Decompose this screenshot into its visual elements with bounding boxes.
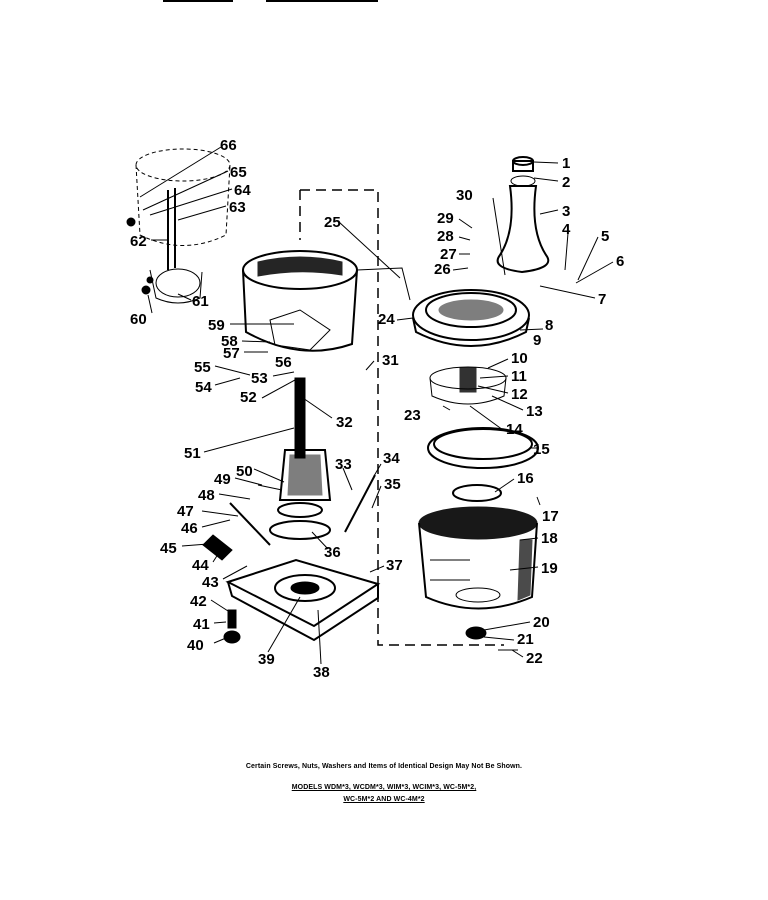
callout-38: 38 bbox=[313, 664, 330, 681]
callout-12: 12 bbox=[511, 386, 528, 403]
callout-64: 64 bbox=[234, 182, 251, 199]
callout-14: 14 bbox=[506, 421, 523, 438]
callout-37: 37 bbox=[386, 557, 403, 574]
callout-6: 6 bbox=[616, 253, 624, 270]
callout-34: 34 bbox=[383, 450, 400, 467]
inlet-tank bbox=[126, 148, 231, 304]
callout-29: 29 bbox=[437, 210, 454, 227]
callout-51: 51 bbox=[184, 445, 201, 462]
models-line-1: MODELS WDM*3, WCDM*3, WIM*3, WCIM*3, WC-… bbox=[291, 784, 477, 791]
splash-guard bbox=[429, 366, 507, 405]
footnote-text: Certain Screws, Nuts, Washers and Items … bbox=[245, 763, 523, 770]
callout-43: 43 bbox=[202, 574, 219, 591]
callout-58: 58 bbox=[221, 333, 238, 350]
agitator bbox=[496, 156, 550, 274]
callout-4: 4 bbox=[562, 221, 571, 238]
callout-65: 65 bbox=[230, 164, 247, 181]
callout-22: 22 bbox=[526, 650, 543, 667]
callout-62: 62 bbox=[130, 233, 147, 250]
callout-59: 59 bbox=[208, 317, 225, 334]
callout-1: 1 bbox=[562, 155, 570, 172]
callout-42: 42 bbox=[190, 593, 207, 610]
callout-50: 50 bbox=[236, 463, 253, 480]
callout-55: 55 bbox=[194, 359, 211, 376]
leveling-foot bbox=[223, 609, 241, 644]
callout-labels: 1 2 3 4 5 6 7 8 9 10 11 12 13 14 15 16 1… bbox=[130, 137, 624, 681]
models-line-2: WC-5M*2 AND WC-4M*2 bbox=[343, 796, 425, 803]
callout-46: 46 bbox=[181, 520, 198, 537]
base-frame bbox=[225, 558, 381, 642]
drive-hub bbox=[465, 626, 518, 651]
callout-61: 61 bbox=[192, 293, 209, 310]
callout-21: 21 bbox=[517, 631, 534, 648]
callout-32: 32 bbox=[336, 414, 353, 431]
callout-13: 13 bbox=[526, 403, 543, 420]
callout-57: 57 bbox=[223, 345, 240, 362]
top-edge-mark bbox=[163, 0, 233, 2]
callout-53: 53 bbox=[251, 370, 268, 387]
brackets bbox=[202, 474, 376, 561]
callout-49: 49 bbox=[214, 471, 231, 488]
callout-2: 2 bbox=[562, 174, 570, 191]
callout-10: 10 bbox=[511, 350, 528, 367]
callout-8: 8 bbox=[545, 317, 553, 334]
callout-15: 15 bbox=[533, 441, 550, 458]
inner-basket bbox=[418, 506, 538, 610]
callout-56: 56 bbox=[275, 354, 292, 371]
callout-31: 31 bbox=[382, 352, 399, 369]
transmission bbox=[269, 377, 332, 540]
callout-24: 24 bbox=[378, 311, 395, 328]
leader-lines bbox=[139, 146, 614, 665]
callout-60: 60 bbox=[130, 311, 147, 328]
tub-cover bbox=[412, 289, 530, 347]
callout-33: 33 bbox=[335, 456, 352, 473]
callout-48: 48 bbox=[198, 487, 215, 504]
top-edge-mark bbox=[266, 0, 378, 2]
callout-17: 17 bbox=[542, 508, 559, 525]
callout-26: 26 bbox=[434, 261, 451, 278]
callout-27: 27 bbox=[440, 246, 457, 263]
callout-25: 25 bbox=[324, 214, 341, 231]
callout-9: 9 bbox=[533, 332, 541, 349]
assembly-outline bbox=[299, 189, 504, 646]
callout-66: 66 bbox=[220, 137, 237, 154]
callout-54: 54 bbox=[195, 379, 212, 396]
callout-20: 20 bbox=[533, 614, 550, 631]
callout-47: 47 bbox=[177, 503, 194, 520]
callout-19: 19 bbox=[541, 560, 558, 577]
callout-41: 41 bbox=[193, 616, 210, 633]
callout-7: 7 bbox=[598, 291, 606, 308]
callout-39: 39 bbox=[258, 651, 275, 668]
callout-44: 44 bbox=[192, 557, 209, 574]
callout-28: 28 bbox=[437, 228, 454, 245]
callout-3: 3 bbox=[562, 203, 570, 220]
callout-23: 23 bbox=[404, 407, 421, 424]
callout-36: 36 bbox=[324, 544, 341, 561]
callout-63: 63 bbox=[229, 199, 246, 216]
callout-30: 30 bbox=[456, 187, 473, 204]
callout-35: 35 bbox=[384, 476, 401, 493]
callout-45: 45 bbox=[160, 540, 177, 557]
callout-16: 16 bbox=[517, 470, 534, 487]
tub-shell bbox=[242, 250, 411, 352]
callout-11: 11 bbox=[511, 368, 527, 385]
callout-5: 5 bbox=[601, 228, 609, 245]
callout-52: 52 bbox=[240, 389, 257, 406]
callout-18: 18 bbox=[541, 530, 558, 547]
callout-40: 40 bbox=[187, 637, 204, 654]
tub-seal bbox=[452, 484, 502, 502]
